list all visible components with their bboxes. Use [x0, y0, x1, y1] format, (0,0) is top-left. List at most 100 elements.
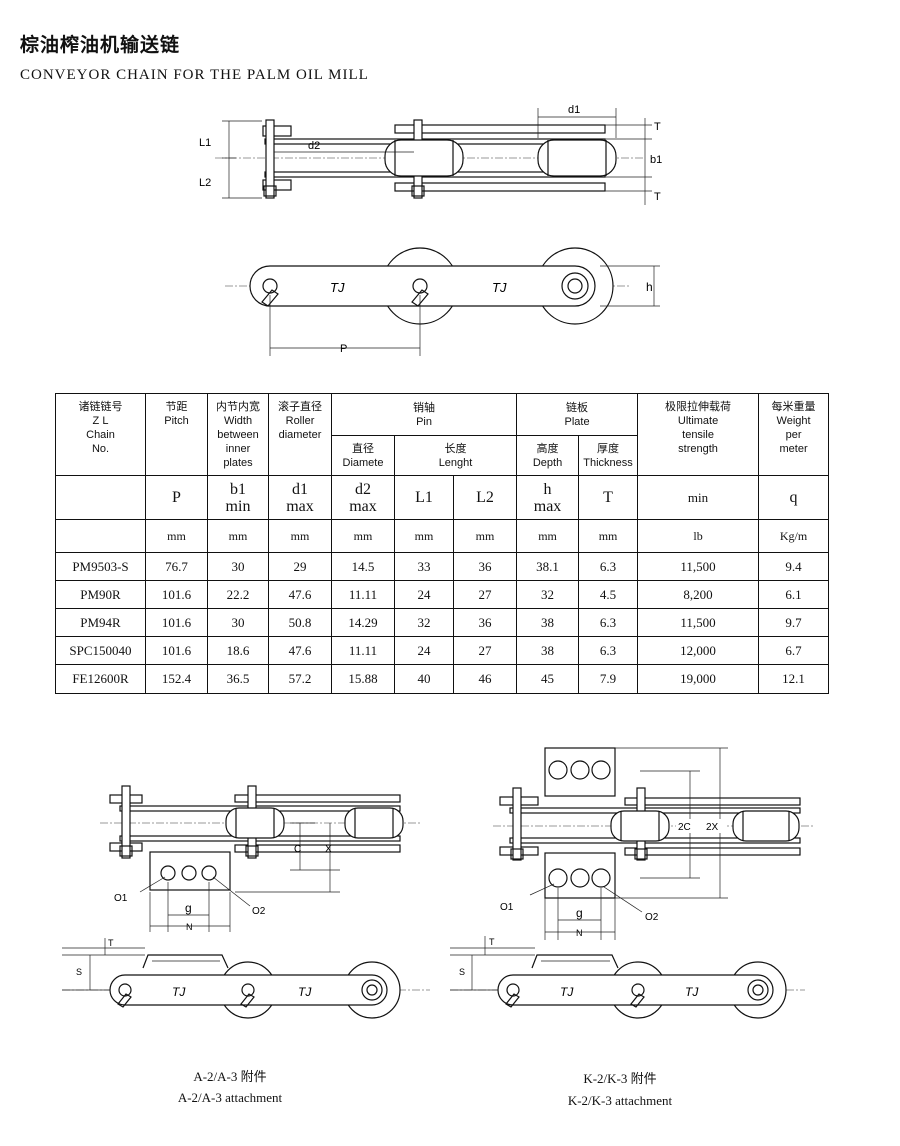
- attachment-k-side-view: T S TJ TJ: [450, 936, 805, 1019]
- brand-mark-a1: TJ: [172, 985, 186, 999]
- cell-value: 57.2: [268, 664, 332, 694]
- unit-cell: mm: [452, 519, 518, 553]
- page-title-english: CONVEYOR CHAIN FOR THE PALM OIL MILL: [20, 67, 369, 83]
- attachment-a-plan-view: C X O1 O2 g N: [100, 785, 420, 932]
- caption-a-chinese: A-2/A-3 附件: [193, 1069, 267, 1084]
- symbol-L2: L2: [452, 475, 518, 520]
- cell-value: 36.5: [207, 664, 269, 694]
- symbol-q: q: [758, 475, 830, 520]
- unit-cell: lb: [637, 519, 760, 553]
- cell-chain-no: FE12600R: [55, 664, 146, 694]
- label-d2: d2: [308, 140, 320, 152]
- label-T-top: T: [654, 121, 661, 133]
- cell-value: 7.9: [578, 664, 639, 694]
- units-row: mm mm mm mm mm mm mm mm lb Kg/m: [55, 519, 830, 553]
- cell-value: 4.5: [578, 580, 639, 609]
- symbol-min: min: [637, 475, 760, 520]
- label-T-k: T: [489, 937, 495, 947]
- label-S-a: S: [76, 967, 82, 977]
- chain-dimension-diagram: L1 L2 d2 d1 T b1 T TJ TJ h P: [199, 104, 662, 356]
- unit-cell: mm: [394, 519, 454, 553]
- label-O2-k: O2: [645, 912, 659, 923]
- unit-cell: Kg/m: [758, 519, 830, 553]
- chain-side-view: TJ TJ h P: [225, 247, 660, 356]
- brand-mark-1: TJ: [330, 280, 345, 295]
- label-T-a: T: [108, 938, 114, 948]
- label-N-k: N: [576, 928, 583, 938]
- cell-chain-no: PM90R: [55, 580, 146, 609]
- caption-k-chinese: K-2/K-3 附件: [583, 1071, 657, 1086]
- cell-value: 38: [516, 636, 580, 665]
- unit-cell: mm: [578, 519, 639, 553]
- page-title-chinese: 棕油榨油机输送链: [20, 35, 181, 56]
- cell-value: 22.2: [207, 580, 269, 609]
- table-row: PM90R 101.6 22.2 47.6 11.11 24 27 32 4.5…: [55, 580, 830, 609]
- table-row: SPC150040 101.6 18.6 47.6 11.11 24 27 38…: [55, 636, 830, 665]
- cell-value: 46: [452, 664, 518, 694]
- cell-value: 8,200: [637, 580, 760, 609]
- cell-value: 12,000: [637, 636, 760, 665]
- cell-value: 18.6: [207, 636, 269, 665]
- cell-value: 38: [516, 608, 580, 637]
- unit-cell: mm: [331, 519, 395, 553]
- label-X: X: [325, 844, 332, 855]
- label-O1: O1: [114, 893, 128, 904]
- cell-value: 152.4: [145, 664, 208, 694]
- label-O1-k: O1: [500, 902, 514, 913]
- label-g: g: [185, 901, 192, 915]
- cell-value: 101.6: [145, 636, 208, 665]
- cell-chain-no: SPC150040: [55, 636, 146, 665]
- brand-mark-k2: TJ: [685, 985, 699, 999]
- brand-mark-a2: TJ: [298, 985, 312, 999]
- label-g-k: g: [576, 906, 583, 920]
- attachment-k-plan-view: 2C 2X O1 O2 g N: [493, 747, 815, 940]
- unit-cell: mm: [145, 519, 208, 553]
- cell-value: 40: [394, 664, 454, 694]
- table-row: PM94R 101.6 30 50.8 14.29 32 36 38 6.3 1…: [55, 608, 830, 637]
- label-T-bottom: T: [654, 191, 661, 203]
- chain-plan-view: L1 L2 d2 d1 T b1 T: [199, 104, 662, 205]
- brand-mark-2: TJ: [492, 280, 507, 295]
- label-2C: 2C: [678, 822, 691, 833]
- cell-value: 32: [394, 608, 454, 637]
- symbol-T: T: [578, 475, 639, 520]
- label-P: P: [340, 343, 347, 355]
- cell-value: 29: [268, 552, 332, 581]
- label-C: C: [294, 844, 301, 855]
- cell-value: 11,500: [637, 552, 760, 581]
- label-N: N: [186, 922, 193, 932]
- label-L2: L2: [199, 177, 211, 189]
- cell-value: 14.5: [331, 552, 395, 581]
- cell-value: 45: [516, 664, 580, 694]
- caption-a-english: A-2/A-3 attachment: [177, 1090, 283, 1105]
- cell-value: 9.4: [758, 552, 830, 581]
- caption-k-english: K-2/K-3 attachment: [567, 1093, 673, 1108]
- cell-value: 24: [394, 636, 454, 665]
- cell-chain-no: PM9503-S: [55, 552, 146, 581]
- cell-value: 14.29: [331, 608, 395, 637]
- label-d1: d1: [568, 104, 580, 116]
- cell-value: 6.3: [578, 552, 639, 581]
- cell-value: 32: [516, 580, 580, 609]
- label-b1: b1: [650, 154, 662, 166]
- label-L1: L1: [199, 137, 211, 149]
- label-h: h: [646, 280, 653, 294]
- cell-value: 12.1: [758, 664, 830, 694]
- cell-value: 24: [394, 580, 454, 609]
- attachment-a-side-view: T S TJ TJ: [62, 938, 430, 1019]
- label-O2: O2: [252, 906, 266, 917]
- brand-mark-k1: TJ: [560, 985, 574, 999]
- cell-value: 101.6: [145, 608, 208, 637]
- cell-value: 6.1: [758, 580, 830, 609]
- cell-value: 76.7: [145, 552, 208, 581]
- cell-value: 38.1: [516, 552, 580, 581]
